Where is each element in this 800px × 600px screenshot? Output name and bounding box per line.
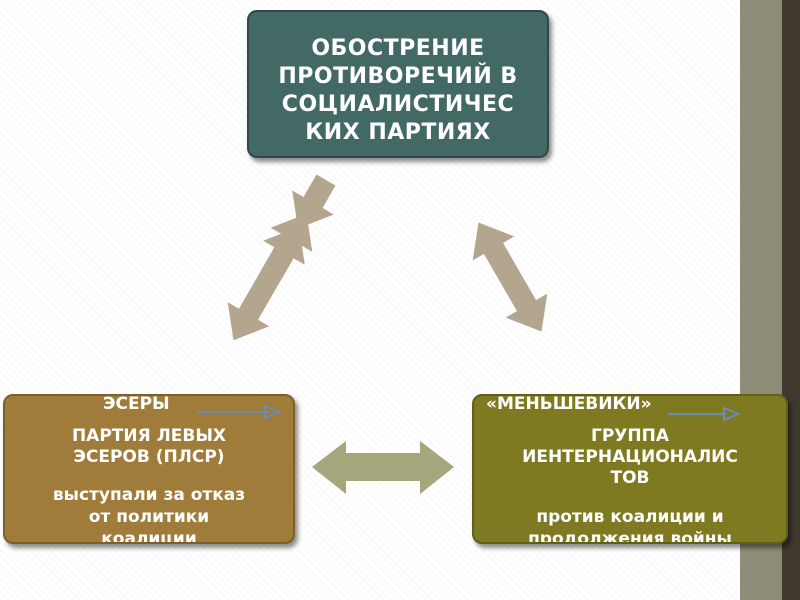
right-box-subtitle: ГРУППА ИЕНТЕРНАЦИОНАЛИС ТОВ [474, 426, 786, 489]
left-box-desc-line-2: от политики [88, 507, 210, 527]
left-box-arrow-icon [197, 404, 282, 420]
left-diagonal-double-arrow [227, 174, 336, 341]
top-box: ОБОСТРЕНИЕ ПРОТИВОРЕЧИЙ В СОЦИАЛИСТИЧЕС … [247, 10, 549, 158]
left-box-desc-line-1: выступали за отказ [52, 485, 246, 505]
top-box-line-1: ОБОСТРЕНИЕ [311, 36, 485, 61]
right-box-subtitle-line-1: ГРУППА [590, 426, 669, 446]
left-box: ЭСЕРЫ ПАРТИЯ ЛЕВЫХ ЭСЕРОВ (ПЛСР) выступа… [3, 394, 295, 544]
right-box-arrow-icon [668, 406, 741, 422]
left-box-title: ЭСЕРЫ [103, 394, 170, 414]
left-box-subtitle: ПАРТИЯ ЛЕВЫХ ЭСЕРОВ (ПЛСР) [5, 426, 293, 468]
right-box-desc-line-2: продолжения войны [528, 529, 732, 544]
right-diagonal-double-arrow [472, 222, 548, 332]
top-box-line-2: ПРОТИВОРЕЧИЙ В [278, 64, 518, 89]
right-box-subtitle-line-2: ИЕНТЕРНАЦИОНАЛИС [522, 447, 738, 467]
right-box-description: против коалиции и продолжения войны [474, 506, 786, 544]
left-box-description: выступали за отказ от политики коалиции [5, 484, 293, 544]
top-box-line-4: КИХ ПАРТИЯХ [305, 120, 491, 145]
right-box-desc-line-1: против коалиции и [536, 507, 724, 527]
right-box-title: «МЕНЬШЕВИКИ» [486, 394, 652, 414]
horizontal-double-arrow [312, 441, 454, 494]
left-box-subtitle-line-1: ПАРТИЯ ЛЕВЫХ [71, 426, 227, 446]
right-box: «МЕНЬШЕВИКИ» ГРУППА ИЕНТЕРНАЦИОНАЛИС ТОВ… [472, 394, 788, 544]
left-box-desc-line-3: коалиции [101, 529, 197, 544]
right-box-subtitle-line-3: ТОВ [610, 468, 650, 488]
top-box-line-3: СОЦИАЛИСТИЧЕС [281, 92, 515, 117]
left-box-subtitle-line-2: ЭСЕРОВ (ПЛСР) [73, 447, 225, 467]
